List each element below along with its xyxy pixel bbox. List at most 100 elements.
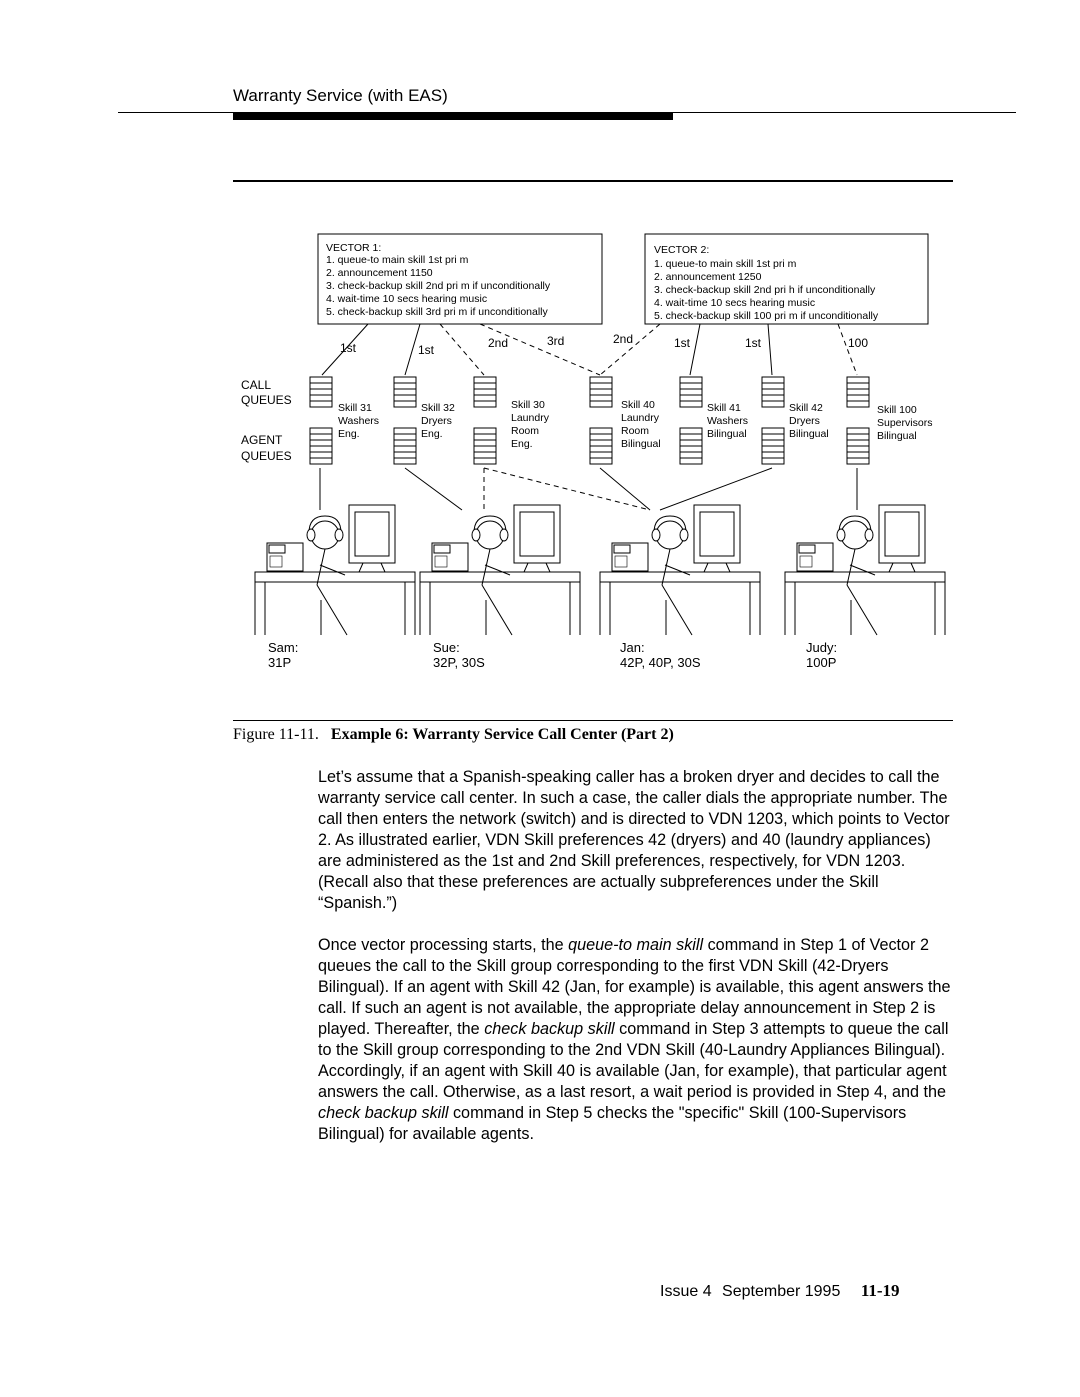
- paragraph-2-part: command in Step 5 checks the "specific" …: [318, 1104, 907, 1143]
- skill-100-label: Bilingual: [877, 430, 917, 442]
- skill-40-label: Laundry: [621, 412, 660, 424]
- queue-row-labels: CALL QUEUES AGENT QUEUES: [241, 378, 292, 463]
- footer-date: September 1995: [722, 1283, 841, 1300]
- queue-stack: [473, 376, 497, 408]
- skill-100-label: Skill 100: [877, 404, 917, 416]
- vector-1-step: 5. check-backup skill 3rd pri m if uncon…: [326, 306, 549, 318]
- paragraph-2-text: Once vector processing starts, the queue…: [318, 935, 958, 1145]
- vector-links: [321, 323, 858, 376]
- queue-stack: [589, 427, 613, 465]
- paragraph-2-part: Once vector processing starts, the: [318, 936, 569, 954]
- queue-stack: [846, 376, 870, 408]
- vector-1-title: VECTOR 1:: [326, 242, 381, 254]
- running-header: Warranty Service (with EAS): [233, 86, 448, 105]
- queue-stack: [679, 427, 703, 465]
- vector-2-step: 5. check-backup skill 100 pri m if uncon…: [654, 310, 879, 322]
- paragraph-2-part: command in Step 1 of Vector 2 queues the…: [318, 936, 951, 1038]
- figure-number: Figure 11-11.: [233, 726, 319, 743]
- skill-42-label: Skill 42: [789, 402, 823, 414]
- paragraph-2: Once vector processing starts, the queue…: [318, 935, 958, 1145]
- skill-32-label: Dryers: [421, 415, 452, 427]
- agent-skills-jan: 42P, 40P, 30S: [620, 655, 701, 670]
- figure-top-rule: [233, 180, 953, 182]
- link-label: 100: [848, 336, 868, 350]
- agent-queues-label: AGENT: [241, 433, 283, 447]
- agent-name-sam: Sam:: [268, 640, 298, 655]
- vector-1-step: 1. queue-to main skill 1st pri m: [326, 254, 469, 266]
- call-center-diagram: VECTOR 1: 1. queue-to main skill 1st pri…: [241, 233, 946, 670]
- agent-stations: [254, 504, 946, 636]
- vector-1-step: 2. announcement 1150: [326, 267, 433, 279]
- agent-name-jan: Jan:: [620, 640, 645, 655]
- queue-stack: [393, 376, 417, 408]
- command-name: check backup skill: [318, 1104, 449, 1122]
- agent-workstation: [419, 504, 581, 636]
- queue-stack: [761, 376, 785, 408]
- queue-stacks: [309, 376, 870, 465]
- skill-31-label: Washers: [338, 415, 379, 427]
- link-label: 3rd: [547, 334, 564, 348]
- link-label: 1st: [674, 336, 691, 350]
- skill-labels: Skill 31 Washers Eng. Skill 32 Dryers En…: [338, 399, 932, 450]
- skill-32-label: Skill 32: [421, 402, 455, 414]
- caption-rule: [233, 720, 953, 721]
- command-name: queue-to main skill: [568, 936, 704, 954]
- skill-40-label: Room: [621, 425, 649, 437]
- link-label: 2nd: [488, 336, 508, 350]
- skill-31-label: Eng.: [338, 428, 360, 440]
- paragraph-1-text: Let’s assume that a Spanish-speaking cal…: [318, 768, 950, 912]
- page-number: 11-19: [860, 1281, 900, 1300]
- queue-stack: [393, 427, 417, 465]
- skill-30-label: Laundry: [511, 412, 550, 424]
- agent-labels: Sam: 31P Sue: 32P, 30S Jan: 42P, 40P, 30…: [268, 640, 837, 670]
- agent-skills-sam: 31P: [268, 655, 291, 670]
- call-queues-label: CALL: [241, 378, 271, 392]
- vector-1-step: 3. check-backup skill 2nd pri m if uncon…: [326, 280, 551, 292]
- vector-2-title: VECTOR 2:: [654, 244, 709, 256]
- paragraph-2-part: command in Step 3 attempts to queue the …: [318, 1020, 949, 1101]
- skill-31-label: Skill 31: [338, 402, 372, 414]
- call-queues-label: QUEUES: [241, 393, 292, 407]
- skill-30-label: Room: [511, 425, 539, 437]
- figure-title: Example 6: Warranty Service Call Center …: [330, 726, 674, 743]
- skill-30-label: Eng.: [511, 438, 533, 450]
- queue-stack: [309, 376, 333, 408]
- command-name: check backup skill: [484, 1020, 615, 1038]
- vector-2-step: 3. check-backup skill 2nd pri h if uncon…: [654, 284, 876, 296]
- skill-41-label: Bilingual: [707, 428, 747, 440]
- queue-stack: [761, 427, 785, 465]
- skill-32-label: Eng.: [421, 428, 443, 440]
- skill-100-label: Supervisors: [877, 417, 932, 429]
- header-thick-rule: [233, 112, 673, 120]
- link-label: 1st: [418, 343, 435, 357]
- link-labels: 1st 1st 2nd 3rd 2nd 1st 1st 100: [340, 332, 868, 357]
- vector-2-step: 2. announcement 1250: [654, 271, 762, 283]
- agent-links: [319, 467, 858, 511]
- link-label: 2nd: [613, 332, 633, 346]
- queue-stack: [589, 376, 613, 408]
- vector-2-step: 1. queue-to main skill 1st pri m: [654, 258, 797, 270]
- agent-queues-label: QUEUES: [241, 449, 292, 463]
- queue-stack: [679, 376, 703, 408]
- skill-40-label: Bilingual: [621, 438, 661, 450]
- link-label: 1st: [340, 341, 357, 355]
- agent-workstation: [254, 504, 416, 636]
- queue-stack: [309, 427, 333, 465]
- footer-issue: Issue 4: [660, 1283, 712, 1300]
- link-label: 1st: [745, 336, 762, 350]
- queue-stack: [473, 427, 497, 465]
- queue-stack: [846, 427, 870, 465]
- agent-name-sue: Sue:: [433, 640, 460, 655]
- skill-42-label: Bilingual: [789, 428, 829, 440]
- agent-skills-sue: 32P, 30S: [433, 655, 485, 670]
- agent-name-judy: Judy:: [806, 640, 837, 655]
- skill-42-label: Dryers: [789, 415, 820, 427]
- agent-skills-judy: 100P: [806, 655, 836, 670]
- page-footer: Issue 4 September 1995 11-19: [660, 1281, 906, 1301]
- paragraph-1: Let’s assume that a Spanish-speaking cal…: [318, 767, 958, 914]
- skill-41-label: Washers: [707, 415, 748, 427]
- vector-2-box: VECTOR 2: 1. queue-to main skill 1st pri…: [644, 233, 929, 325]
- vector-1-box: VECTOR 1: 1. queue-to main skill 1st pri…: [317, 233, 603, 325]
- skill-30-label: Skill 30: [511, 399, 545, 411]
- vector-1-step: 4. wait-time 10 secs hearing music: [326, 293, 487, 305]
